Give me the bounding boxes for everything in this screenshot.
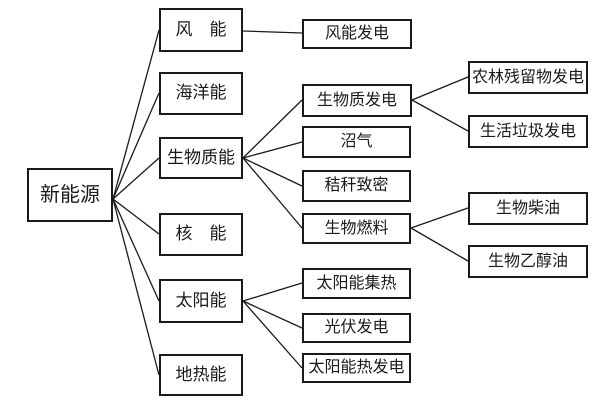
node-biomass: 生物质能 xyxy=(159,137,243,179)
node-biogas: 沼气 xyxy=(302,126,411,158)
node-wind: 风 能 xyxy=(159,8,243,52)
edge-biomass-biomass-power xyxy=(242,99,303,159)
edge-new-energy-wind xyxy=(112,29,160,200)
node-solar-thermal-power: 太阳能热发电 xyxy=(302,353,411,383)
node-biofuel: 生物燃料 xyxy=(302,213,411,244)
edge-biomass-straw-densification xyxy=(242,157,303,187)
edge-solar-pv-power xyxy=(242,300,303,329)
node-municipal-waste-power: 生活垃圾发电 xyxy=(468,115,588,148)
node-solar: 太阳能 xyxy=(159,279,243,323)
edge-new-energy-ocean xyxy=(112,92,160,200)
node-biomass-power: 生物质发电 xyxy=(302,84,412,117)
node-biodiesel: 生物柴油 xyxy=(468,192,588,225)
node-geothermal: 地热能 xyxy=(159,354,243,396)
edge-biomass-biofuel xyxy=(242,157,303,229)
edge-new-energy-biomass xyxy=(112,157,160,200)
edge-biofuel-biodiesel xyxy=(410,207,469,229)
edge-biomass-power-municipal-waste xyxy=(411,99,469,132)
node-bioethanol: 生物乙醇油 xyxy=(468,245,588,278)
node-new-energy: 新能源 xyxy=(27,168,113,222)
edge-new-energy-geothermal xyxy=(112,198,160,376)
node-solar-thermal-collection: 太阳能集热 xyxy=(302,268,411,299)
edge-solar-solar-thermal-power xyxy=(242,300,303,369)
edge-biofuel-bioethanol xyxy=(410,227,469,262)
edge-biomass-power-agroforestry xyxy=(411,76,469,101)
node-wind-power: 风能发电 xyxy=(302,19,412,49)
node-nuclear: 核 能 xyxy=(159,213,243,256)
node-straw-densification: 秸秆致密 xyxy=(302,170,411,202)
node-pv-power: 光伏发电 xyxy=(302,313,411,343)
node-ocean: 海洋能 xyxy=(159,72,243,115)
edge-biomass-biogas xyxy=(242,141,303,159)
node-agroforestry-residue-power: 农林残留物发电 xyxy=(468,61,588,94)
edge-wind-wind-power xyxy=(242,30,303,34)
edge-new-energy-solar xyxy=(112,198,160,302)
edge-new-energy-nuclear xyxy=(112,198,160,235)
edge-solar-solar-thermal-collection xyxy=(242,282,303,302)
